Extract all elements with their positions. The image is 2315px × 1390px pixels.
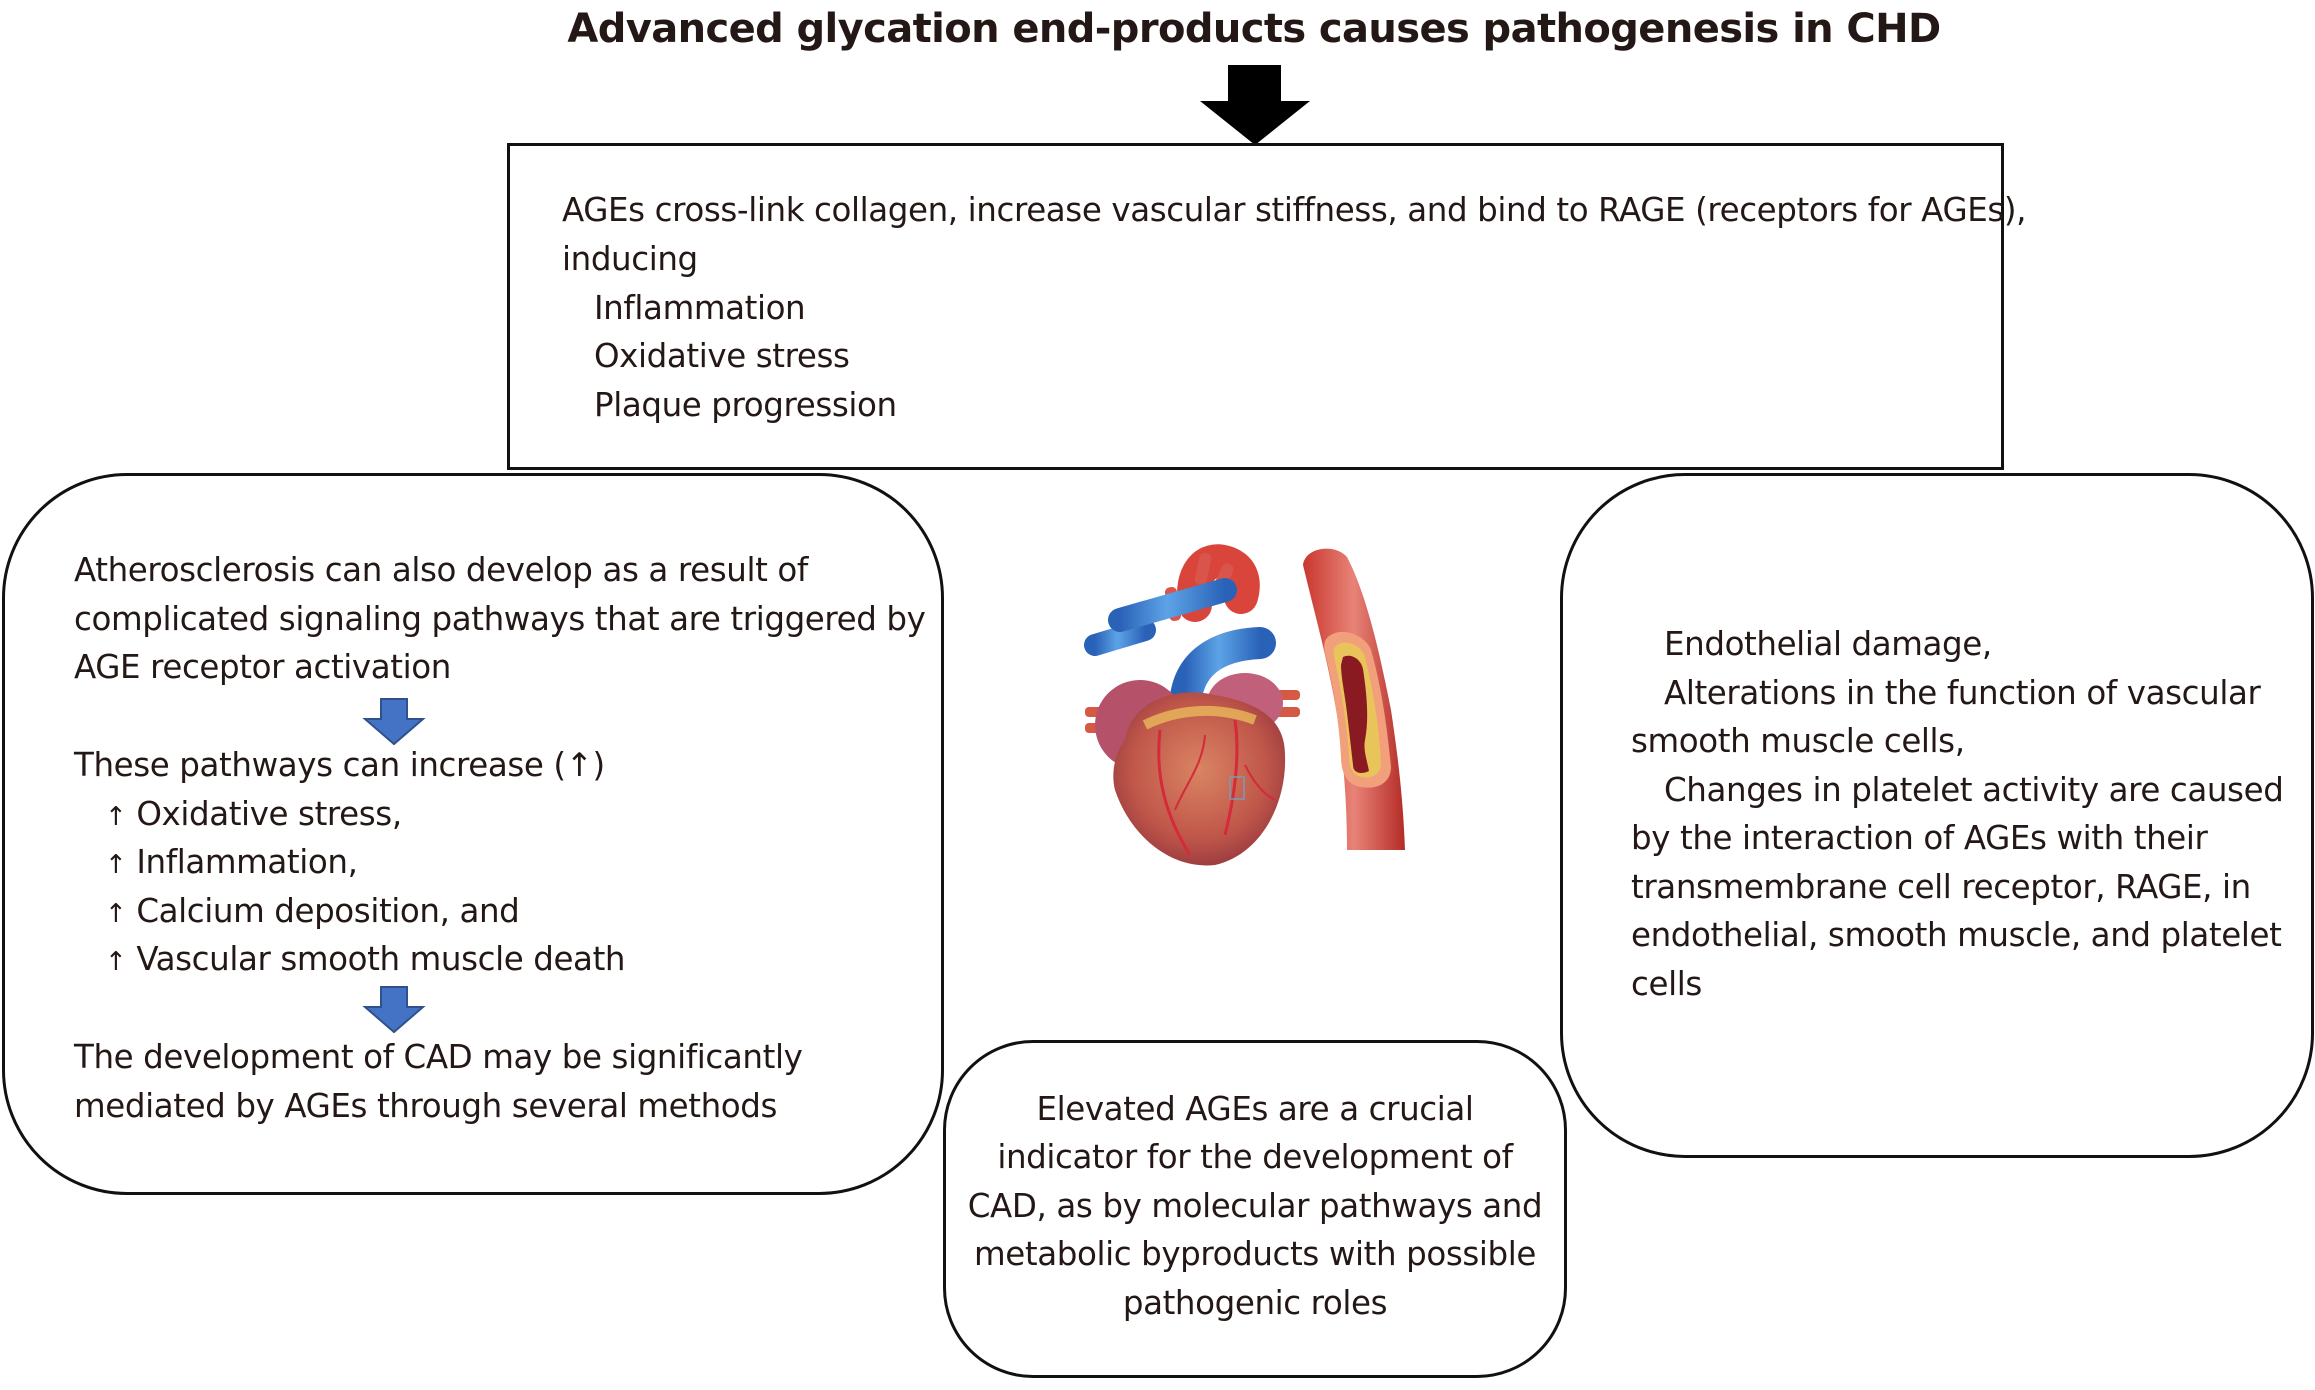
black-down-arrow-icon (1200, 65, 1310, 145)
top-box-item-inflammation: Inflammation (594, 289, 806, 327)
elevated-ages-box: Elevated AGEs are a crucial indicator fo… (943, 1040, 1567, 1378)
up-arrow-icon: ↑ (105, 899, 127, 929)
left-box-intro-line: AGE receptor activation (74, 648, 451, 686)
left-box-increase-item: ↑ Inflammation, (105, 846, 358, 879)
artery-illustration (1285, 548, 1425, 870)
right-box-line: transmembrane cell receptor, RAGE, in (1631, 868, 2251, 906)
heart-artery-illustration (1084, 544, 1425, 870)
right-box-line: endothelial, smooth muscle, and platelet (1631, 916, 2282, 954)
diagram-title: Advanced glycation end-products causes p… (0, 6, 2315, 52)
increase-item-label: Oxidative stress, (136, 795, 402, 833)
vascular-effects-box: Endothelial damage, Alterations in the f… (1560, 473, 2314, 1158)
up-arrow-icon: ↑ (105, 850, 127, 880)
ages-mechanism-box: AGEs cross-link collagen, increase vascu… (507, 143, 2027, 470)
left-box-conclusion-line: mediated by AGEs through several methods (74, 1087, 778, 1125)
blue-down-arrow-icon (362, 698, 426, 746)
heart-illustration (1084, 544, 1300, 866)
top-box-item-oxidative-stress: Oxidative stress (594, 337, 850, 375)
black-arrow-shape (1200, 65, 1310, 145)
left-box-pathways-heading: These pathways can increase (↑) (74, 746, 605, 784)
left-box-increase-item: ↑ Vascular smooth muscle death (105, 940, 626, 978)
right-box-line: by the interaction of AGEs with their (1631, 819, 2208, 857)
top-box-line: AGEs cross-link collagen, increase vascu… (562, 191, 2027, 229)
blue-down-arrow-icon (362, 986, 426, 1034)
top-box-line: inducing (562, 240, 698, 278)
bottom-box-line: indicator for the development of (997, 1138, 1513, 1176)
left-box-increase-item: ↑ Calcium deposition, and (105, 892, 520, 930)
left-box-intro-line: complicated signaling pathways that are … (74, 600, 926, 638)
right-box-line: smooth muscle cells, (1631, 722, 1965, 760)
right-box-line: Endothelial damage, (1664, 625, 1992, 663)
right-box-line: cells (1631, 965, 1702, 1003)
bottom-box-line: CAD, as by molecular pathways and (967, 1187, 1543, 1225)
increase-item-label: Inflammation, (136, 843, 358, 881)
left-box-conclusion-line: The development of CAD may be significan… (74, 1038, 803, 1076)
right-box-line: Changes in platelet activity are caused (1664, 771, 2284, 809)
blue-arrow-shape (362, 698, 426, 746)
left-box-increase-item: ↑ Oxidative stress, (105, 798, 402, 831)
up-arrow-icon: ↑ (105, 802, 127, 832)
increase-item-label: Vascular smooth muscle death (136, 940, 626, 978)
top-box-item-plaque-progression: Plaque progression (594, 386, 897, 424)
left-box-intro-line: Atherosclerosis can also develop as a re… (74, 551, 808, 589)
bottom-box-line: metabolic byproducts with possible (974, 1235, 1536, 1273)
blue-arrow-shape (362, 986, 426, 1034)
increase-item-label: Calcium deposition, and (136, 892, 520, 930)
right-box-line: Alterations in the function of vascular (1664, 674, 2261, 712)
diagram-title-text: Advanced glycation end-products causes p… (567, 6, 1941, 52)
bottom-box-line: pathogenic roles (1122, 1284, 1388, 1322)
up-arrow-icon: ↑ (105, 947, 127, 977)
atherosclerosis-pathway-box: Atherosclerosis can also develop as a re… (2, 473, 944, 1195)
bottom-box-line: Elevated AGEs are a crucial (1036, 1090, 1474, 1128)
